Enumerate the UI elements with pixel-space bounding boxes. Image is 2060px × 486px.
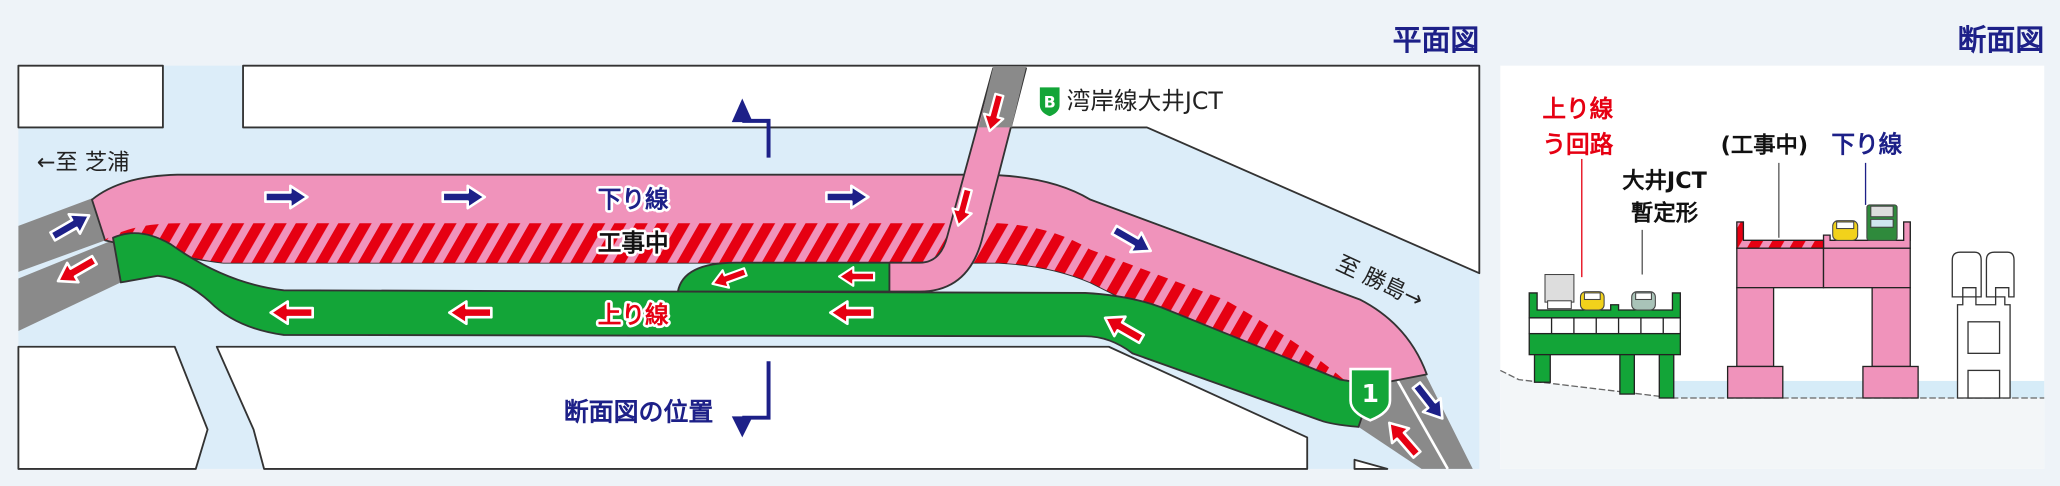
section-position-label: 断面図の位置 <box>564 397 714 426</box>
block <box>242 64 1481 275</box>
section-view: 上り線 う回路 大井JCT 暫定形 (工事中) 下り線 <box>1500 65 2045 469</box>
block <box>1353 458 1389 470</box>
up-line-merge <box>676 261 895 293</box>
jct-badge-icon <box>1038 86 1061 118</box>
detour-label-line1: 上り線 <box>1542 95 1613 123</box>
truck-icon <box>1544 273 1575 303</box>
to-shibaura-label: ←至 芝浦 <box>37 149 130 175</box>
jct-temporary-label-line2: 暫定形 <box>1631 200 1699 227</box>
arrow-up-icon <box>731 98 753 123</box>
block <box>17 345 209 470</box>
block <box>215 345 1309 470</box>
arrow-down-icon <box>731 416 753 438</box>
jct-temporary-structure <box>1528 292 1681 399</box>
construction-zone <box>103 223 1346 381</box>
main-structure <box>1726 221 1919 399</box>
ground-line <box>1500 369 2045 399</box>
detour-label-line2: う回路 <box>1542 130 1613 158</box>
up-line-road <box>112 232 1374 428</box>
down-line-label: 下り線 <box>598 186 669 214</box>
route-badge-icon <box>1349 367 1392 422</box>
existing-structure <box>1951 251 2015 399</box>
lane-divider <box>1396 380 1449 470</box>
route-badge-number: 1 <box>1362 379 1379 408</box>
plan-view: B 1 下り線 工事中 上り線 ←至 芝浦 至 勝島→ 湾岸線大井JCT 断面図… <box>17 64 1481 470</box>
jct-temporary-label-line1: 大井JCT <box>1622 168 1707 194</box>
up-line-label: 上り線 <box>598 301 669 329</box>
construction-label: 工事中 <box>598 229 669 257</box>
plan-title: 平面図 <box>1393 23 1480 57</box>
jct-badge-letter: B <box>1044 93 1056 112</box>
block <box>17 64 164 129</box>
vehicles-detour <box>1544 273 1656 311</box>
ground <box>1500 370 2045 469</box>
jct-label: 湾岸線大井JCT <box>1067 87 1224 115</box>
down-line-label: 下り線 <box>1831 130 1902 158</box>
section-title: 断面図 <box>1958 23 2045 57</box>
vehicles-down-line <box>1832 204 1898 241</box>
road-gray <box>18 239 124 332</box>
construction-label: (工事中) <box>1721 132 1808 158</box>
